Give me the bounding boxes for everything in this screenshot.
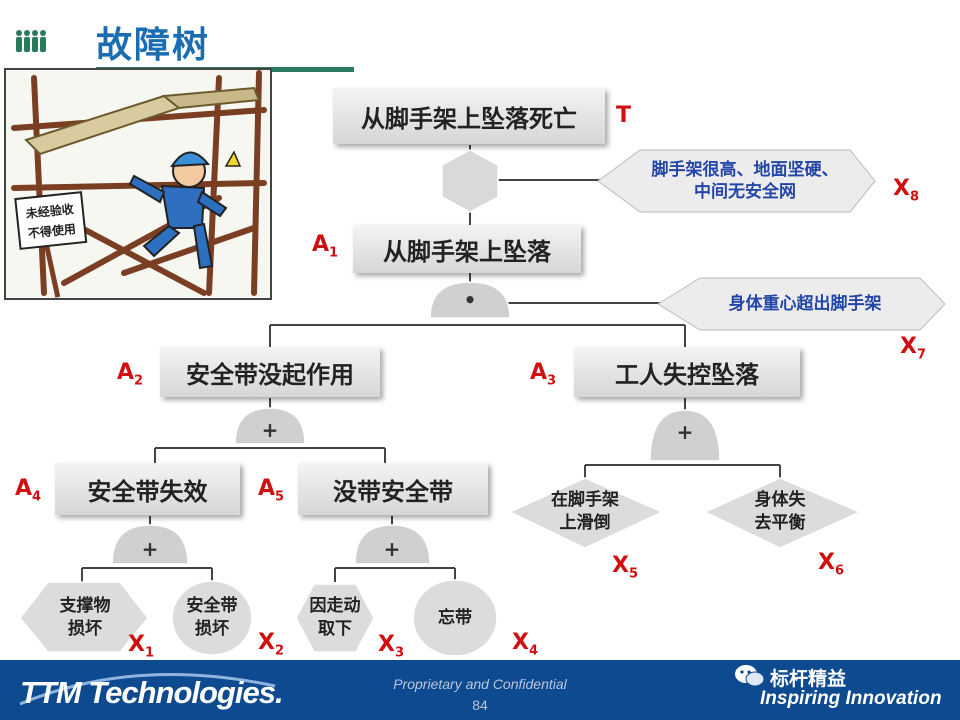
wechat-icon: [734, 663, 766, 689]
footer-brand: 标杆精益: [770, 664, 846, 691]
event-a3-box: 工人失控坠落: [574, 347, 800, 397]
basic-x3-text: 因走动 取下: [295, 592, 375, 644]
event-a5-box: 没带安全带: [298, 463, 488, 515]
event-a5-symbol: A5: [258, 476, 284, 504]
basic-x2-symbol: X2: [258, 630, 284, 658]
basic-x4-symbol: X4: [512, 630, 538, 658]
page-number: 84: [330, 697, 630, 713]
basic-x3-symbol: X3: [378, 632, 404, 660]
or-gate-symbol-a3: +: [665, 420, 705, 444]
basic-x4-text: 忘带: [415, 604, 495, 632]
event-a3-symbol: A3: [530, 360, 556, 388]
condition-x8-symbol: X8: [893, 176, 919, 204]
company-logo: TTM Technologies.: [20, 675, 283, 711]
condition-x7-text: 身体重心超出脚手架: [680, 282, 930, 326]
event-a2-box: 安全带没起作用: [160, 347, 380, 397]
event-a4-symbol: A4: [15, 476, 41, 504]
basic-x2-text: 安全带 损坏: [172, 592, 252, 644]
or-gate-symbol-a2: +: [250, 418, 290, 442]
basic-x1-text: 支撑物 损坏: [40, 590, 130, 645]
basic-x6-text: 身体失 去平衡: [740, 486, 820, 538]
and-gate-symbol: •: [450, 288, 490, 312]
event-a4-box: 安全带失效: [55, 463, 240, 515]
basic-x5-text: 在脚手架 上滑倒: [540, 486, 630, 538]
footer-slogan: Inspiring Innovation: [760, 688, 942, 710]
top-event-box: 从脚手架上坠落死亡: [333, 88, 605, 144]
or-gate-symbol-a5: +: [372, 537, 412, 561]
event-a1-symbol: A1: [312, 232, 338, 260]
condition-x8-text: 脚手架很高、地面坚硬、 中间无安全网: [625, 152, 865, 210]
condition-x7-symbol: X7: [900, 334, 926, 362]
or-gate-symbol-a4: +: [130, 537, 170, 561]
basic-x1-symbol: X1: [128, 632, 154, 660]
basic-x5-symbol: X5: [612, 553, 638, 581]
top-event-symbol: T: [616, 103, 631, 128]
event-a1-box: 从脚手架上坠落: [353, 225, 581, 273]
basic-x6-symbol: X6: [818, 550, 844, 578]
condition-hexagon: [442, 150, 498, 212]
event-a2-symbol: A2: [117, 360, 143, 388]
footer-confidential: Proprietary and Confidential: [330, 676, 630, 692]
